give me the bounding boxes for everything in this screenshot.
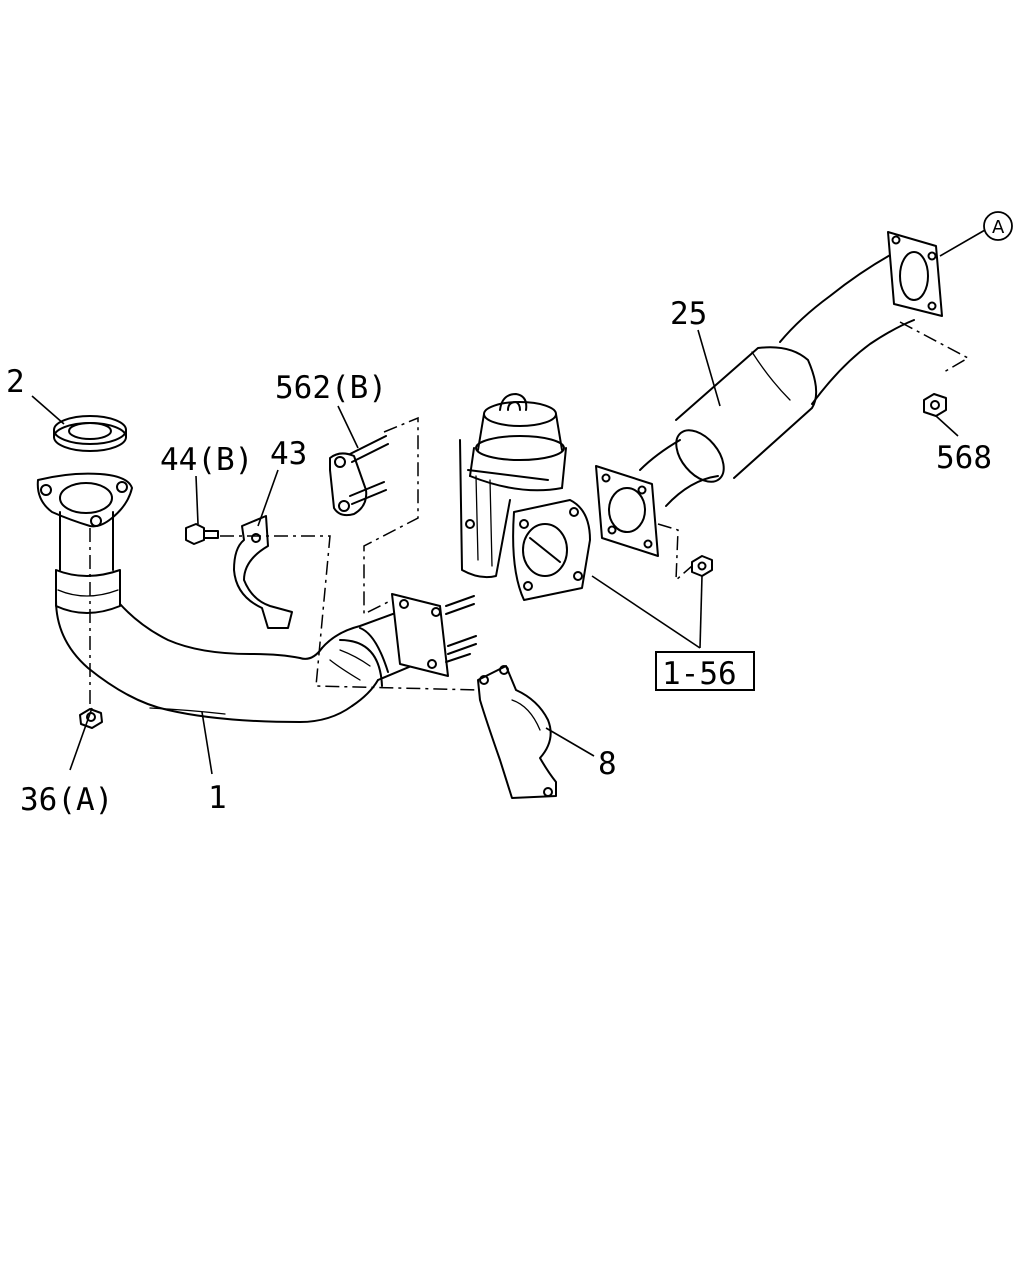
rear-pipe-part-25 [639,231,943,507]
exhaust-brake-assembly-part-1-56 [459,393,713,601]
callout-2: 2 [6,364,25,400]
callout-labels: 2 1 36(A) 44(B) 43 562(B) 8 1-56 25 568 … [6,211,1013,818]
leader-lines [31,229,986,775]
callout-a: A [992,217,1005,238]
reference-circle-a [983,211,1013,241]
nut-part-36a [79,708,103,729]
callout-1: 1 [208,780,227,816]
alignment-lines [89,321,970,708]
callout-568: 568 [936,440,992,476]
bolt-part-44b [185,523,219,545]
callout-562b: 562(B) [275,370,387,406]
nut-part-568 [923,393,947,417]
front-pipe-part-1 [36,472,477,723]
callout-1-56: 1-56 [662,656,737,692]
callout-1-56-box [655,651,755,691]
gasket-ring-part-2 [53,415,127,452]
heat-shield-part-8 [477,665,557,799]
callout-25: 25 [670,296,707,332]
callout-43: 43 [270,436,307,472]
bolts-part-562b [329,435,389,517]
callout-8: 8 [598,746,617,782]
bracket-part-43 [233,515,293,629]
callout-36a: 36(A) [20,782,113,818]
callout-44b: 44(B) [160,442,253,478]
